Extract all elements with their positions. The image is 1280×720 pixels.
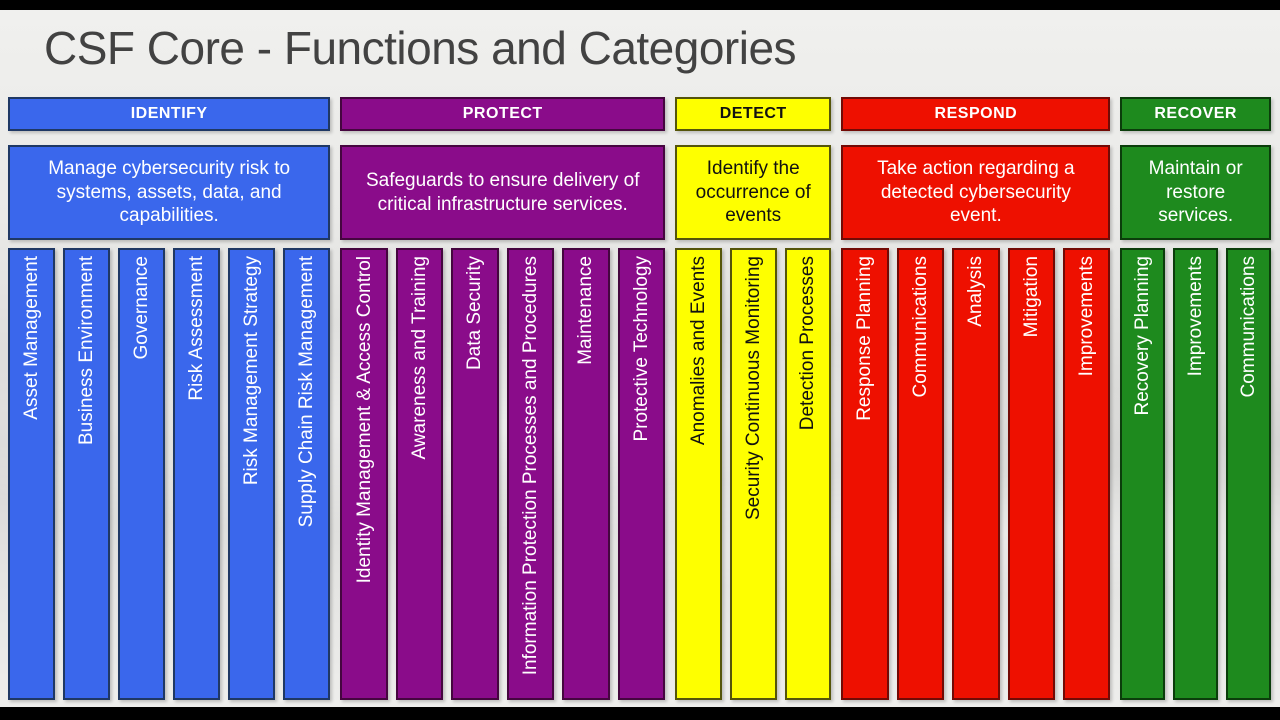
category-bar: Business Environment [63, 248, 111, 700]
category-bar: Communications [896, 248, 945, 700]
board: IDENTIFY Manage cybersecurity risk to sy… [8, 97, 1272, 700]
category-label: Asset Management [21, 256, 43, 420]
function-column-detect: DETECT Identify the occurrence of events… [675, 97, 832, 700]
category-label: Detection Processes [797, 256, 819, 431]
function-description-detect: Identify the occurrence of events [675, 145, 832, 240]
category-label: Improvements [1076, 256, 1098, 377]
category-row: Recovery Planning Improvements Communica… [1120, 248, 1271, 700]
category-bar: Risk Assessment [173, 248, 221, 700]
category-label: Communications [1237, 256, 1259, 398]
top-letterbox-bar [0, 0, 1280, 10]
function-label: RESPOND [934, 105, 1018, 122]
category-bar: Information Protection Processes and Pro… [506, 248, 555, 700]
category-row: Asset Management Business Environment Go… [8, 248, 331, 700]
function-description-recover: Maintain or restore services. [1120, 145, 1271, 240]
category-bar: Security Continuous Monitoring [729, 248, 777, 700]
category-row: Response Planning Communications Analysi… [841, 248, 1111, 700]
category-label: Protective Technology [630, 256, 652, 442]
category-bar: Improvements [1173, 248, 1219, 700]
category-bar: Data Security [451, 248, 499, 700]
category-bar: Asset Management [8, 248, 56, 700]
category-label: Analysis [965, 256, 987, 327]
function-description-respond: Take action regarding a detected cyberse… [841, 145, 1111, 240]
category-label: Communications [909, 256, 931, 398]
category-label: Recovery Planning [1132, 256, 1154, 416]
function-label: DETECT [719, 105, 787, 122]
function-label: IDENTIFY [130, 105, 208, 122]
function-description-text: Safeguards to ensure delivery of critica… [365, 169, 640, 215]
category-label: Response Planning [854, 256, 876, 421]
category-bar: Supply Chain Risk Management [283, 248, 331, 700]
function-header-recover: RECOVER [1120, 97, 1271, 131]
category-row: Anomalies and Events Security Continuous… [675, 248, 832, 700]
category-bar: Identity Management & Access Control [340, 248, 388, 700]
function-header-respond: RESPOND [841, 97, 1111, 131]
category-bar: Risk Management Strategy [228, 248, 276, 700]
category-label: Governance [131, 256, 153, 360]
category-row: Identity Management & Access Control Awa… [340, 248, 666, 700]
category-label: Risk Assessment [186, 256, 208, 401]
function-description-text: Take action regarding a detected cyberse… [877, 157, 1075, 227]
category-label: Awareness and Training [409, 256, 431, 460]
function-header-protect: PROTECT [340, 97, 666, 131]
bottom-letterbox-bar [0, 707, 1280, 720]
page-title: CSF Core - Functions and Categories [44, 22, 797, 74]
slide-background: CSF Core - Functions and Categories IDEN… [0, 10, 1280, 707]
category-bar: Recovery Planning [1120, 248, 1166, 700]
category-label: Information Protection Processes and Pro… [519, 256, 541, 676]
category-label: Improvements [1185, 256, 1207, 377]
function-column-identify: IDENTIFY Manage cybersecurity risk to sy… [8, 97, 331, 700]
function-column-recover: RECOVER Maintain or restore services. Re… [1120, 97, 1271, 700]
function-column-protect: PROTECT Safeguards to ensure delivery of… [340, 97, 666, 700]
category-bar: Awareness and Training [395, 248, 444, 700]
category-bar: Detection Processes [784, 248, 832, 700]
category-label: Anomalies and Events [688, 256, 709, 446]
function-header-detect: DETECT [675, 97, 832, 131]
function-description-identify: Manage cybersecurity risk to systems, as… [8, 145, 331, 240]
category-bar: Protective Technology [617, 248, 666, 700]
category-bar: Governance [118, 248, 166, 700]
category-bar: Response Planning [841, 248, 889, 700]
category-bar: Improvements [1063, 248, 1111, 700]
category-label: Maintenance [575, 256, 597, 365]
category-label: Mitigation [1020, 256, 1042, 338]
category-bar: Anomalies and Events [675, 248, 722, 700]
function-description-text: Maintain or restore services. [1148, 157, 1243, 227]
category-bar: Communications [1226, 248, 1271, 700]
function-description-text: Identify the occurrence of events [695, 157, 811, 227]
category-label: Risk Management Strategy [241, 256, 263, 486]
category-label: Data Security [464, 256, 486, 371]
function-header-identify: IDENTIFY [8, 97, 331, 131]
function-description-protect: Safeguards to ensure delivery of critica… [340, 145, 666, 240]
category-label: Security Continuous Monitoring [742, 256, 764, 521]
category-bar: Maintenance [562, 248, 610, 700]
category-label: Supply Chain Risk Management [296, 256, 318, 528]
category-bar: Analysis [952, 248, 1000, 700]
category-label: Business Environment [76, 256, 98, 446]
function-label: RECOVER [1154, 105, 1237, 122]
category-bar: Mitigation [1007, 248, 1055, 700]
category-label: Identity Management & Access Control [353, 256, 375, 584]
function-description-text: Manage cybersecurity risk to systems, as… [48, 157, 291, 227]
function-column-respond: RESPOND Take action regarding a detected… [841, 97, 1111, 700]
function-label: PROTECT [462, 105, 543, 122]
